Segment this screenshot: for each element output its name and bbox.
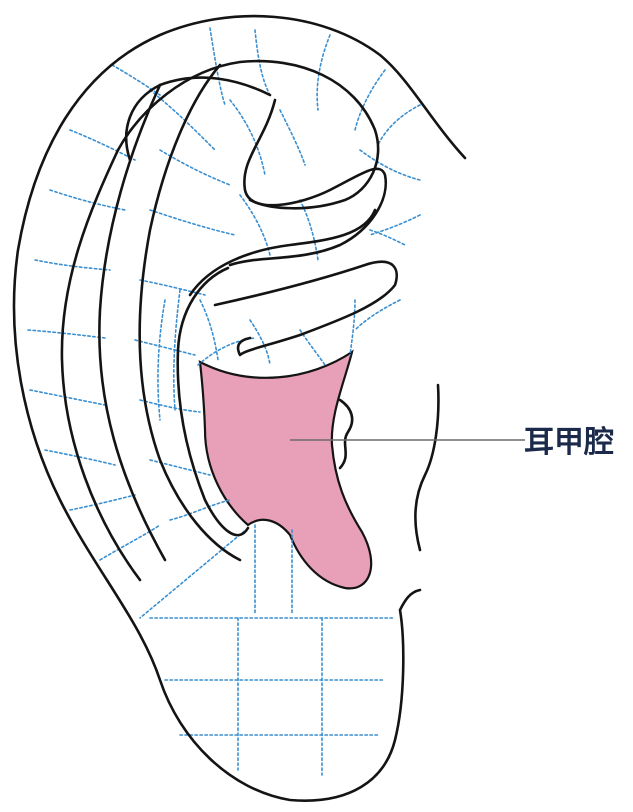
region-label: 耳甲腔 xyxy=(524,425,614,460)
